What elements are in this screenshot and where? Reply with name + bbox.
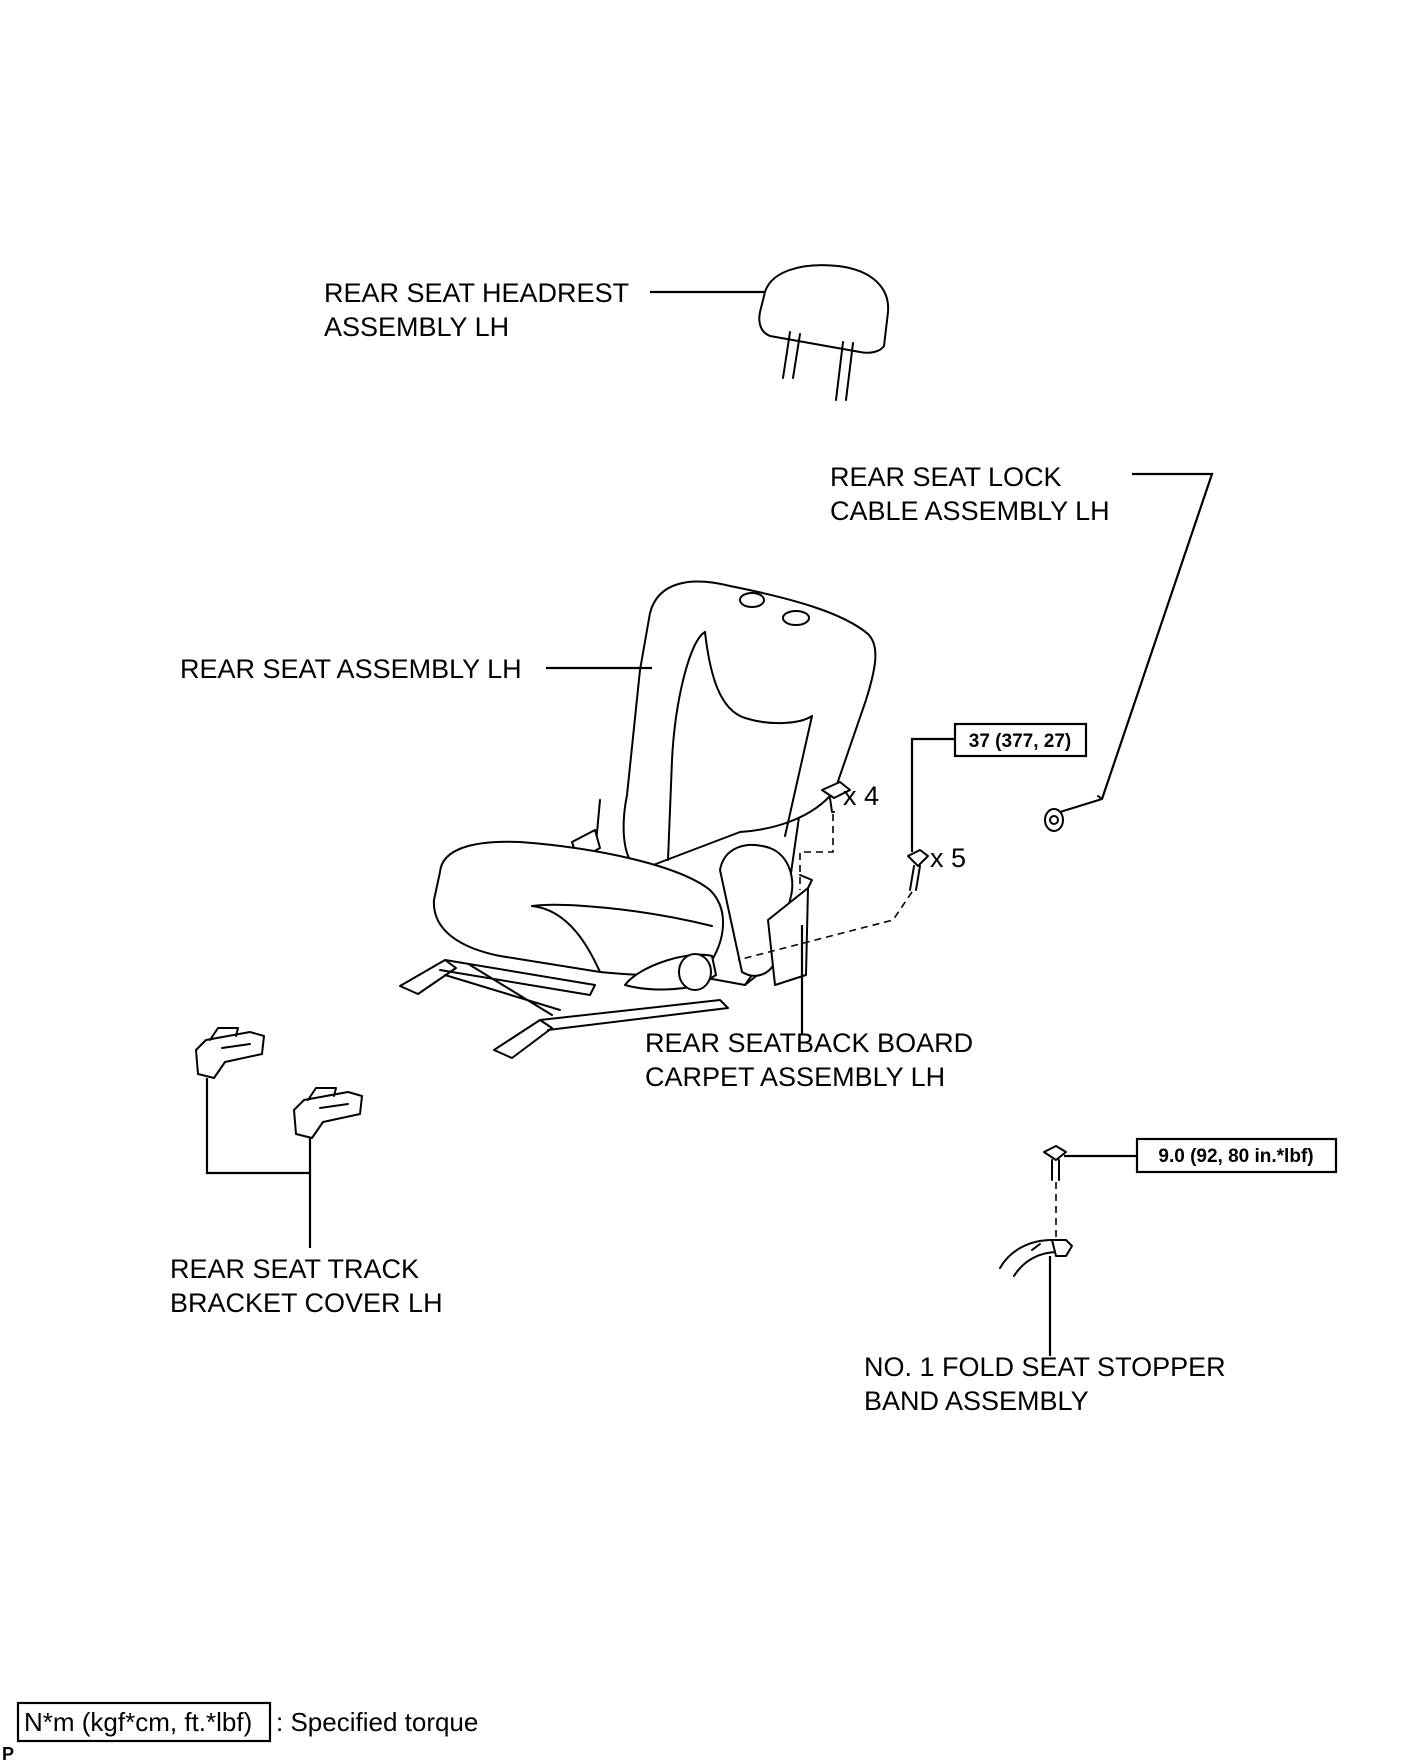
headrest-drawing [758,264,890,401]
seat-bolt-torque-value: 37 (377, 27) [969,731,1071,752]
stopper-torque-box [1135,1137,1338,1174]
bolt-quantity: x 5 [930,843,966,873]
seat-bolt-torque-leader [910,737,955,852]
stopper-bolt-drawing [1043,1145,1067,1181]
stopper-torque-value: 9.0 (92, 80 in.*lbf) [1158,1146,1313,1167]
seat-assembly-label: REAR SEAT ASSEMBLY LH [180,654,522,684]
legend-unit-box [16,1701,272,1743]
clip-dash-line [799,814,834,890]
stopper-band-label: NO. 1 FOLD SEAT STOPPER BAND ASSEMBLY [864,1352,1233,1416]
track-cover-leader [205,1078,310,1175]
lock-cable-label: REAR SEAT LOCK CABLE ASSEMBLY LH [830,462,1110,526]
rear-seat-drawing [399,580,877,1059]
headrest-label: REAR SEAT HEADREST ASSEMBLY LH [324,278,636,342]
bolt-drawing [907,849,929,891]
track-cover-label: REAR SEAT TRACK BRACKET COVER LH [170,1254,443,1318]
corner-mark: P [2,1744,14,1763]
lock-cable-leader [1100,472,1214,800]
clip-quantity: x 4 [843,781,879,811]
seat-bolt-torque-box [953,722,1088,758]
legend-unit-text: N*m (kgf*cm, ft.*lbf) [24,1707,252,1737]
track-cover-left-drawing [195,1027,265,1079]
lock-cable-drawing [1044,795,1103,832]
clip-drawing [821,781,851,813]
legend-description: : Specified torque [276,1707,478,1737]
seatback-board-label: REAR SEATBACK BOARD CARPET ASSEMBLY LH [645,1028,981,1092]
stopper-band-drawing [999,1239,1073,1277]
track-cover-right-drawing [293,1087,363,1139]
